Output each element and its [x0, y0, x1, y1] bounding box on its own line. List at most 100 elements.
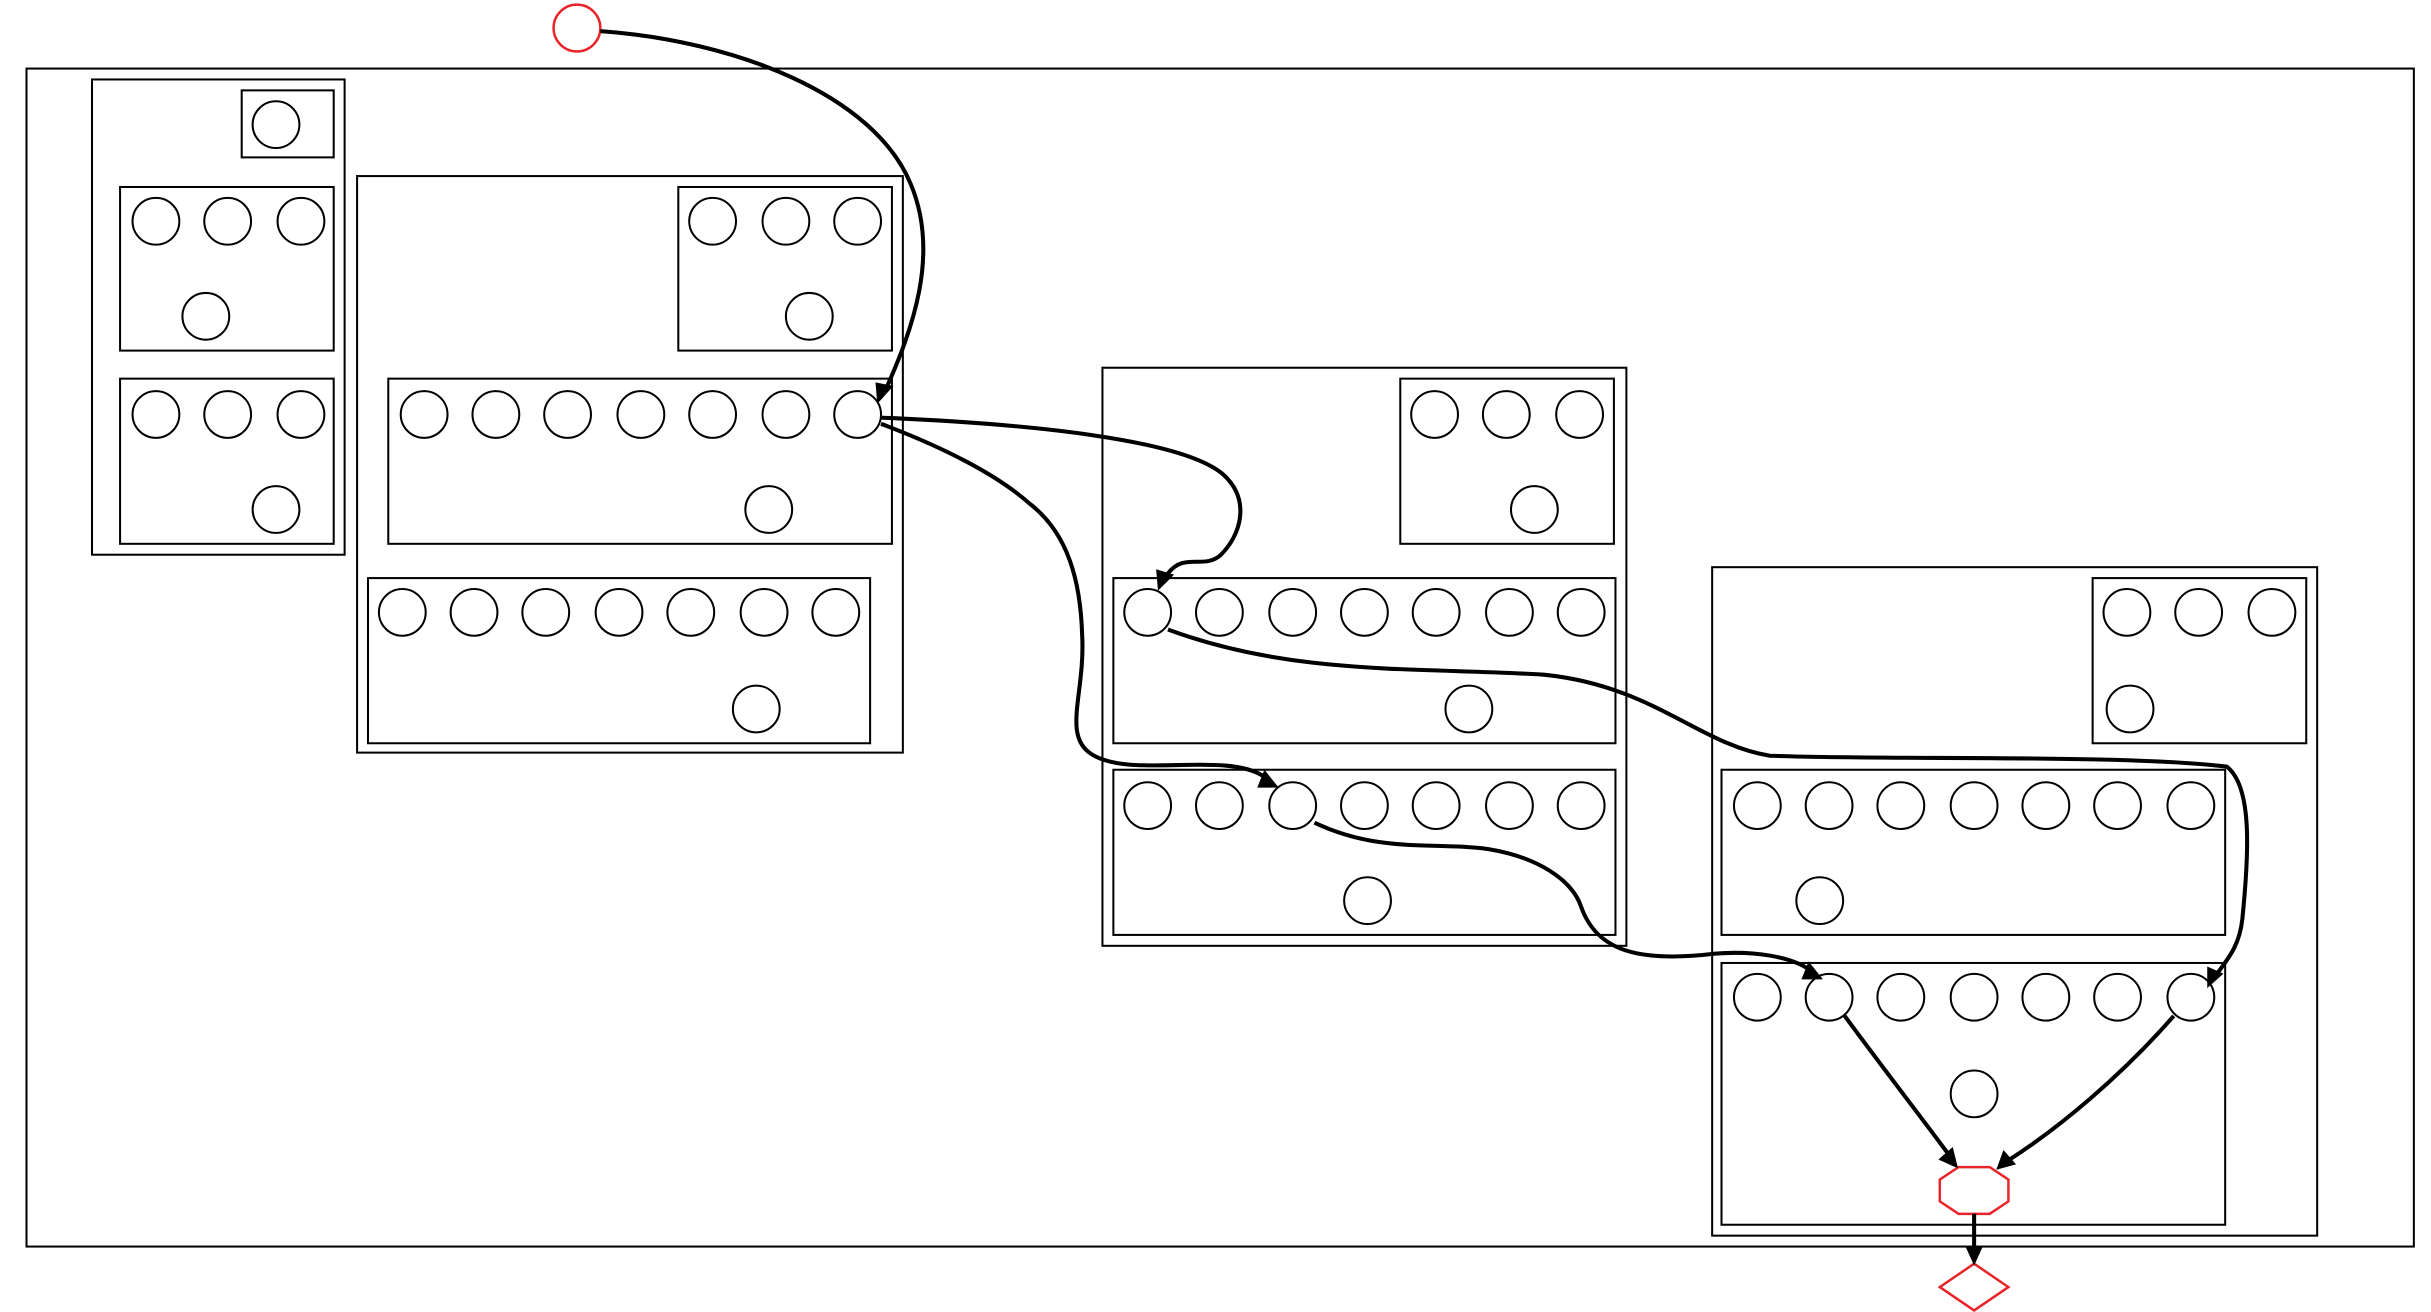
- node: [688, 390, 738, 439]
- node: [1194, 587, 1244, 637]
- node: [399, 390, 449, 439]
- cluster-b-box-1: [677, 185, 893, 352]
- cluster-a-box-3: [119, 377, 335, 545]
- node: [1481, 390, 1531, 439]
- cluster-b-box-3: [366, 577, 872, 745]
- node: [1411, 587, 1461, 637]
- node: [784, 291, 834, 341]
- edge: [1843, 1014, 1950, 1155]
- node: [2247, 587, 2297, 637]
- cluster-c-box-1: [1399, 377, 1615, 545]
- cluster-c-box-3: [1112, 768, 1617, 936]
- cluster-d-box-2: [1720, 768, 2227, 936]
- outer-cluster: [25, 67, 2415, 1248]
- edge: [880, 421, 1265, 778]
- node: [1949, 1069, 1999, 1119]
- merge-octagon-node: [1938, 1165, 2010, 1216]
- start-node: [552, 3, 602, 53]
- node: [1556, 587, 1606, 637]
- node: [2105, 684, 2155, 734]
- node: [761, 196, 811, 246]
- edge: [1167, 627, 2250, 977]
- node: [1485, 781, 1534, 830]
- node: [1340, 781, 1389, 830]
- node: [1732, 972, 1782, 1022]
- node: [2093, 972, 2142, 1022]
- node: [276, 390, 326, 439]
- node: [731, 684, 781, 734]
- cluster-a: [90, 78, 346, 556]
- node: [616, 390, 666, 439]
- node: [2093, 781, 2142, 830]
- node: [1343, 876, 1392, 926]
- arrowhead: [1965, 1245, 1984, 1266]
- end-diamond-node: [1937, 1262, 2011, 1312]
- node: [744, 485, 794, 534]
- node: [1876, 972, 1926, 1022]
- node: [251, 100, 301, 150]
- node: [2174, 587, 2224, 637]
- node: [1732, 781, 1782, 830]
- node: [1949, 781, 1999, 830]
- node: [131, 390, 181, 439]
- node: [543, 390, 593, 439]
- edge: [1313, 820, 1810, 971]
- node: [521, 587, 571, 637]
- node: [811, 587, 861, 637]
- arrowhead: [1156, 569, 1175, 591]
- arrowhead: [1801, 961, 1823, 980]
- node: [1411, 781, 1461, 830]
- edge: [600, 29, 926, 391]
- edge: [2008, 1014, 2176, 1161]
- cluster-b-box-2: [387, 377, 893, 545]
- cluster-d-box-1: [2091, 577, 2308, 745]
- cluster-a-box-2: [119, 185, 335, 352]
- arrowhead: [1996, 1150, 2017, 1170]
- node: [761, 390, 811, 439]
- cluster-a-box-1: [240, 89, 335, 159]
- node: [1804, 781, 1854, 830]
- node: [1194, 781, 1244, 830]
- node: [1485, 587, 1534, 637]
- arrowhead: [875, 382, 894, 404]
- node: [2021, 781, 2071, 830]
- node: [1795, 876, 1845, 926]
- node: [1268, 587, 1318, 637]
- node: [833, 390, 883, 439]
- node: [203, 196, 253, 246]
- node: [1555, 390, 1605, 439]
- node: [1556, 781, 1606, 830]
- node: [2166, 972, 2216, 1022]
- cluster-d: [1711, 566, 2319, 1237]
- node: [833, 196, 883, 246]
- node: [276, 196, 326, 246]
- node: [1444, 684, 1494, 734]
- node: [203, 390, 253, 439]
- node: [739, 587, 789, 637]
- node: [688, 196, 738, 246]
- cluster-b: [356, 175, 904, 754]
- node: [1340, 587, 1389, 637]
- node: [1804, 972, 1854, 1022]
- node: [377, 587, 427, 637]
- cluster-c-box-2: [1112, 577, 1617, 745]
- node: [2021, 972, 2071, 1022]
- node: [131, 196, 181, 246]
- node: [471, 390, 521, 439]
- node: [449, 587, 499, 637]
- node: [594, 587, 644, 637]
- arrowhead: [2207, 966, 2224, 989]
- node: [666, 587, 716, 637]
- node: [1876, 781, 1926, 830]
- node: [181, 291, 231, 341]
- node: [1268, 781, 1318, 830]
- node: [1123, 781, 1173, 830]
- node: [2166, 781, 2216, 830]
- node: [1509, 485, 1559, 534]
- cluster-c: [1101, 366, 1628, 947]
- edge: [880, 415, 1243, 575]
- node: [1410, 390, 1459, 439]
- node: [1123, 587, 1173, 637]
- arrowhead: [1938, 1146, 1959, 1169]
